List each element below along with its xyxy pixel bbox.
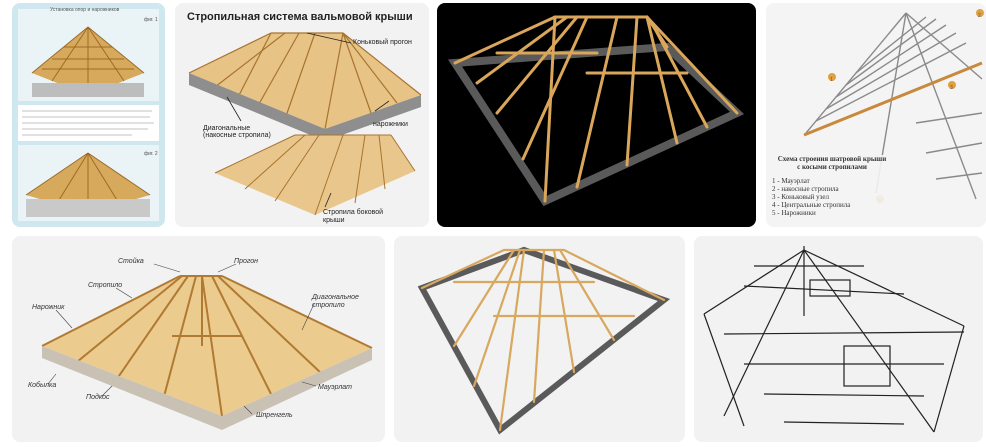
figure-badge-1: фиг. 1 <box>144 17 158 23</box>
thumbnail-5-graphic <box>41 263 373 430</box>
image-thumbnail-4[interactable]: 1 2 3 5 Схема строения шатровой крыши с … <box>766 3 986 227</box>
label-post: Стойка <box>118 258 144 265</box>
legend-item-1: 1 - Мауэрлат <box>772 177 810 185</box>
image-thumbnail-1[interactable]: Установка опор и нарожников фиг. 1 фиг. … <box>12 3 165 227</box>
image-thumbnail-3[interactable] <box>437 3 756 227</box>
marker-1: 1 <box>830 77 833 83</box>
figure-badge-2: фиг. 2 <box>144 151 158 157</box>
image-thumbnail-7[interactable] <box>694 236 983 442</box>
thumbnail-1-header: Установка опор и нарожников <box>50 7 120 13</box>
label-mauerlat: Мауэрлат <box>318 384 353 391</box>
label-jack: Нарожник <box>32 304 65 311</box>
legend-item-3: 3 - Коньковый узел <box>772 193 830 201</box>
legend-item-4: 4 - Центральные стропила <box>772 201 851 209</box>
thumbnail-2-graphic <box>188 32 422 216</box>
thumbnail-2-title: Стропильная система вальмовой крыши <box>187 11 413 23</box>
label-rafter: Стропило <box>88 282 123 289</box>
label-shprengel: Шпренгель <box>256 412 293 419</box>
label-strut: Подкос <box>86 394 110 401</box>
label-side-rafters: Стропила боковой крыши <box>323 209 384 224</box>
label-diagonal-rafter: Диагональное стропило <box>312 294 359 309</box>
legend-title: Схема строения шатровой крыши с косыми с… <box>777 155 887 171</box>
legend-caption-box: Схема строения шатровой крыши с косыми с… <box>772 155 892 217</box>
legend-item-2: 2 - накосные стропила <box>772 185 839 193</box>
thumbnail-1-graphic <box>18 9 159 221</box>
marker-2: 2 <box>978 13 981 19</box>
label-diagonal-rafters: Диагональные (накосные стропила) <box>203 125 271 139</box>
thumbnail-4-graphic <box>803 9 984 203</box>
image-thumbnail-5[interactable]: Стойка Прогон Стропило Диагональное стро… <box>12 236 385 442</box>
marker-3: 3 <box>950 85 953 91</box>
legend-item-5: 5 - Нарожники <box>772 209 816 217</box>
thumbnail-7-graphic <box>703 246 965 433</box>
image-thumbnail-6[interactable] <box>394 236 685 442</box>
label-kobylka: Кобылка <box>28 382 57 389</box>
label-purlin: Прогон <box>234 258 258 265</box>
thumbnail-6-graphic <box>417 246 671 435</box>
label-jack-rafters: нарожники <box>373 121 408 128</box>
thumbnail-3-graphic <box>447 15 745 207</box>
image-thumbnail-2[interactable]: Стропильная система вальмовой крыши Конь… <box>175 3 429 227</box>
label-ridge-purlin: Коньковый прогон <box>353 39 412 46</box>
